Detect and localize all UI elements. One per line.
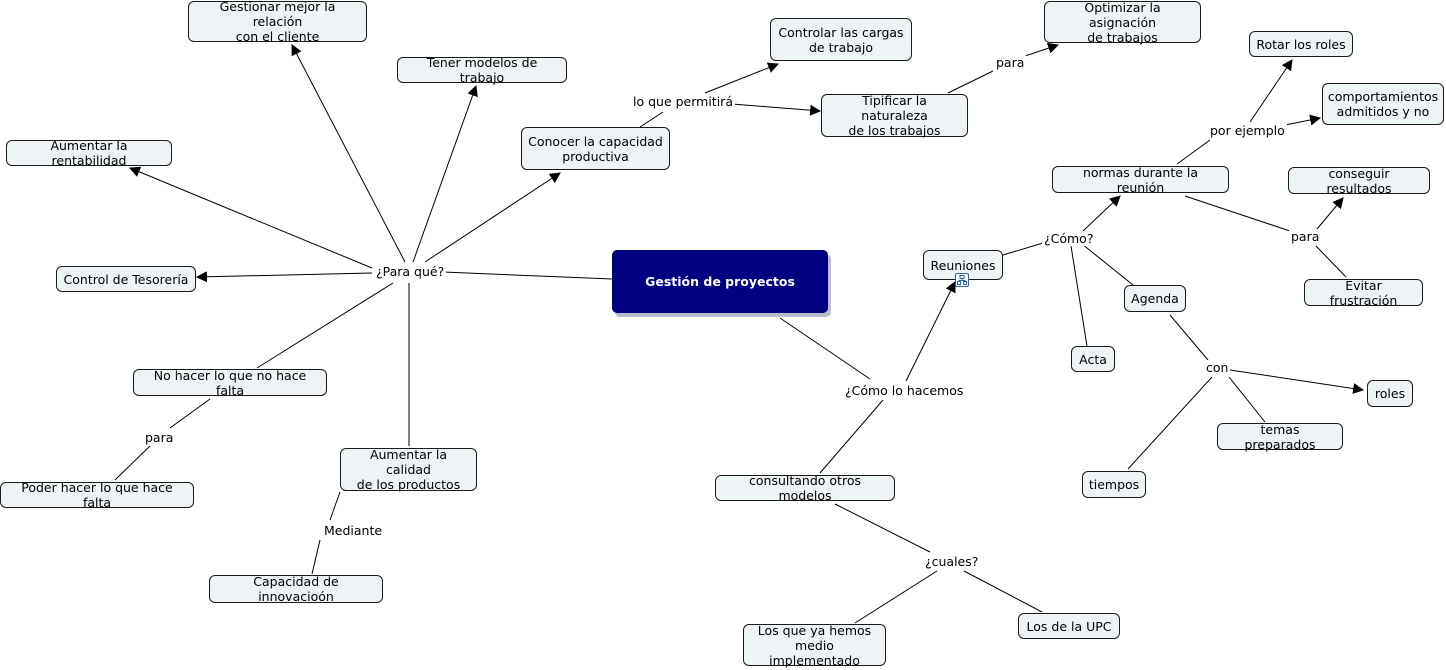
link-label-lo-que-permitira: lo que permitirá xyxy=(631,94,735,109)
concept-consultando-modelos[interactable]: consultando otros modelos xyxy=(715,473,895,503)
concept-gestionar-cliente[interactable]: Gestionar mejor la relación con el clien… xyxy=(188,0,367,44)
concept-no-hacer[interactable]: No hacer lo que no hace falta xyxy=(133,368,327,398)
central-concept[interactable]: Gestión de proyectos xyxy=(612,250,828,313)
concept-conseguir-resultados[interactable]: conseguir resultados xyxy=(1288,166,1430,196)
link-label-cuales: ¿cuales? xyxy=(923,554,981,569)
concept-asignacion[interactable]: Optimizar la asignación de trabajos xyxy=(1044,0,1201,45)
resource-icon-glyph xyxy=(957,275,967,285)
concept-evitar-frustracion[interactable]: Evitar frustración xyxy=(1304,278,1423,308)
link-label-para: para xyxy=(1289,229,1322,244)
resource-icon[interactable] xyxy=(955,273,969,287)
concept-poder-hacer[interactable]: Poder hacer lo que hace falta xyxy=(0,480,194,510)
concept-acta[interactable]: Acta xyxy=(1071,346,1115,372)
concept-ya-implementado[interactable]: Los que ya hemos medio implementado xyxy=(743,623,886,668)
concept-upc[interactable]: Los de la UPC xyxy=(1018,613,1120,639)
concept-tipificar[interactable]: Tipificar la naturaleza de los trabajos xyxy=(821,93,968,138)
link-label-para-que: ¿Para qué? xyxy=(374,264,447,279)
link-label-para: para xyxy=(143,430,176,445)
link-label-con: con xyxy=(1204,360,1231,375)
link-label-mediante: Mediante xyxy=(322,523,385,538)
concept-tiempos[interactable]: tiempos xyxy=(1082,471,1146,498)
concept-roles[interactable]: roles xyxy=(1367,380,1413,407)
concept-rotar-roles[interactable]: Rotar los roles xyxy=(1249,31,1353,57)
concept-tesoreria[interactable]: Control de Tesorería xyxy=(56,266,196,292)
concept-innovacion[interactable]: Capacidad de innovacioón xyxy=(209,574,383,604)
link-label-para: para xyxy=(994,55,1027,70)
concept-calidad[interactable]: Aumentar la calidad de los productos xyxy=(340,447,477,492)
concept-agenda[interactable]: Agenda xyxy=(1124,285,1186,312)
concept-comportamientos[interactable]: comportamientos admitidos y no xyxy=(1322,83,1444,125)
concept-modelos-trabajo[interactable]: Tener modelos de trabajo xyxy=(397,55,567,85)
concept-capacidad-productiva[interactable]: Conocer la capacidad productiva xyxy=(521,127,670,170)
concept-rentabilidad[interactable]: Aumentar la rentabilidad xyxy=(6,138,172,168)
concept-temas-preparados[interactable]: temas preparados xyxy=(1217,422,1343,452)
concept-cargas-trabajo[interactable]: Controlar las cargas de trabajo xyxy=(770,18,912,61)
link-label-por-ejemplo: por ejemplo xyxy=(1208,123,1287,138)
link-label-como: ¿Cómo? xyxy=(1042,231,1096,246)
concept-normas-reunion[interactable]: normas durante la reunión xyxy=(1052,165,1229,195)
link-label-como-lo-hacemos: ¿Cómo lo hacemos xyxy=(843,383,966,398)
